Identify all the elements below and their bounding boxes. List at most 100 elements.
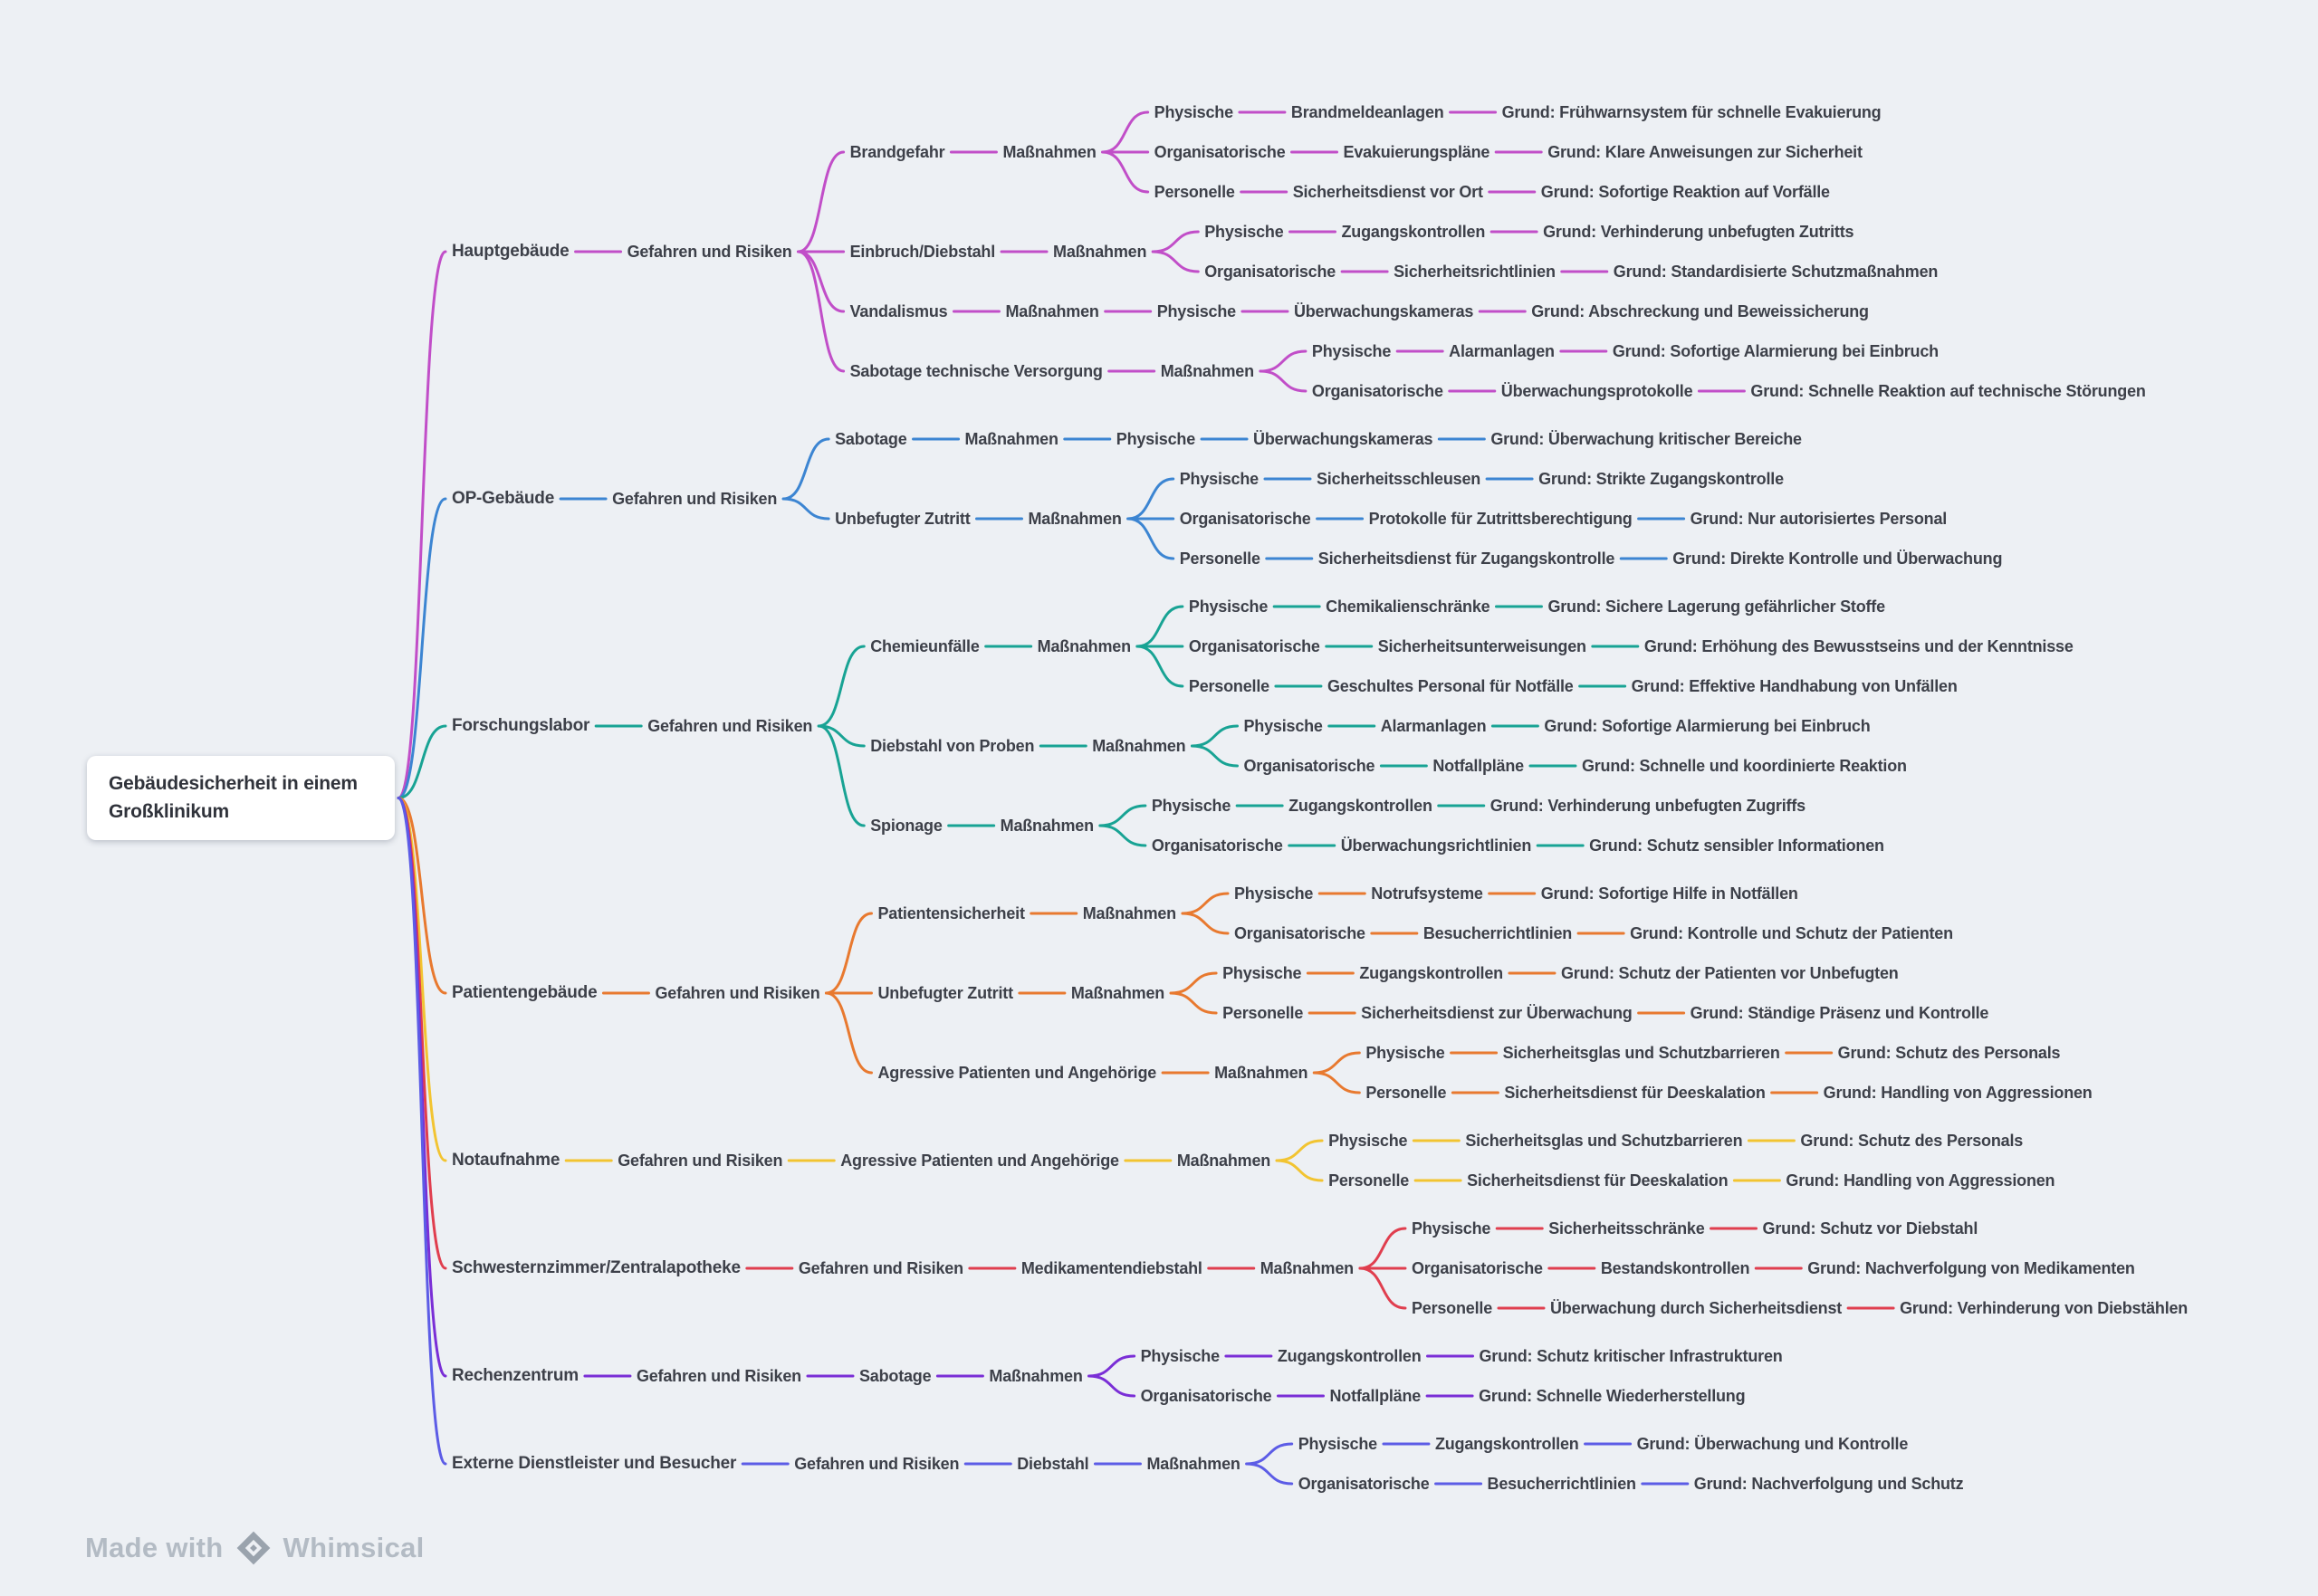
mindmap-node[interactable]: Grund: Schnelle Reaktion auf technische …: [1750, 381, 2146, 400]
mindmap-node[interactable]: Physische: [1365, 1043, 1445, 1062]
mindmap-node[interactable]: Grund: Handling von Aggressionen: [1823, 1083, 2093, 1102]
mindmap-node[interactable]: Grund: Sofortige Alarmierung bei Einbruc…: [1612, 341, 1939, 360]
mindmap-node[interactable]: Grund: Sofortige Alarmierung bei Einbruc…: [1544, 716, 1871, 735]
mindmap-node[interactable]: Zugangskontrollen: [1359, 963, 1503, 982]
mindmap-node[interactable]: Grund: Erhöhung des Bewusstseins und der…: [1643, 636, 2074, 655]
mindmap-node[interactable]: Forschungslabor: [452, 716, 590, 735]
mindmap-node[interactable]: Grund: Schutz des Personals: [1800, 1131, 2024, 1150]
mindmap-node[interactable]: Agressive Patienten und Angehörige: [877, 1063, 1157, 1082]
mindmap-node[interactable]: Sicherheitsdienst für Zugangskontrolle: [1317, 549, 1615, 568]
mindmap-node[interactable]: Grund: Sofortige Hilfe in Notfällen: [1540, 884, 1798, 903]
mindmap-node[interactable]: Sabotage technische Versorgung: [849, 361, 1103, 380]
mindmap-node[interactable]: Gefahren und Risiken: [627, 242, 792, 261]
mindmap-node[interactable]: Agressive Patienten und Angehörige: [840, 1151, 1119, 1170]
mindmap-node[interactable]: Physische: [1116, 429, 1196, 448]
mindmap-node[interactable]: Alarmanlagen: [1380, 716, 1487, 735]
mindmap-node[interactable]: Notfallpläne: [1432, 756, 1524, 775]
mindmap-node[interactable]: Maßnahmen: [1160, 361, 1254, 380]
mindmap-node[interactable]: Gefahren und Risiken: [794, 1454, 960, 1473]
mindmap-node[interactable]: Physische: [1188, 597, 1269, 616]
mindmap-node[interactable]: Grund: Verhinderung unbefugten Zutritts: [1543, 222, 1854, 241]
mindmap-node[interactable]: Besucherrichtlinien: [1487, 1474, 1636, 1493]
mindmap-node[interactable]: Maßnahmen: [1146, 1454, 1240, 1473]
mindmap-node[interactable]: Gefahren und Risiken: [612, 489, 778, 508]
mindmap-node[interactable]: Physische: [1151, 796, 1231, 815]
mindmap-node[interactable]: Sicherheitsschränke: [1548, 1219, 1705, 1238]
mindmap-node[interactable]: Brandgefahr: [849, 142, 945, 161]
mindmap-node[interactable]: Notrufsysteme: [1371, 884, 1483, 903]
mindmap-node[interactable]: Grund: Schutz vor Diebstahl: [1762, 1219, 1978, 1238]
mindmap-node[interactable]: Grund: Abschreckung und Beweissicherung: [1531, 301, 1869, 320]
mindmap-node[interactable]: Spionage: [870, 816, 943, 835]
mindmap-node[interactable]: Grund: Nur autorisiertes Personal: [1690, 509, 1948, 528]
mindmap-node[interactable]: Bestandskontrollen: [1600, 1258, 1750, 1277]
mindmap-node[interactable]: Besucherrichtlinien: [1422, 923, 1573, 942]
mindmap-node[interactable]: Unbefugter Zutritt: [877, 983, 1014, 1002]
mindmap-node[interactable]: Notfallpläne: [1329, 1386, 1422, 1405]
mindmap-node[interactable]: Grund: Klare Anweisungen zur Sicherheit: [1547, 142, 1863, 161]
mindmap-node[interactable]: Maßnahmen: [1005, 301, 1099, 320]
mindmap-node[interactable]: Unbefugter Zutritt: [835, 509, 971, 528]
mindmap-node[interactable]: Grund: Standardisierte Schutzmaßnahmen: [1613, 262, 1939, 281]
mindmap-node[interactable]: Evakuierungspläne: [1343, 142, 1490, 161]
mindmap-node[interactable]: Physische: [1233, 884, 1314, 903]
mindmap-node[interactable]: Maßnahmen: [989, 1366, 1083, 1385]
mindmap-node[interactable]: Zugangskontrollen: [1341, 222, 1486, 241]
mindmap-node[interactable]: Sicherheitsdienst vor Ort: [1292, 182, 1483, 201]
mindmap-node[interactable]: Grund: Sichere Lagerung gefährlicher Sto…: [1547, 597, 1885, 616]
mindmap-node[interactable]: Sicherheitsschleusen: [1316, 469, 1481, 488]
mindmap-node[interactable]: Physische: [1156, 301, 1236, 320]
mindmap-node[interactable]: Personelle: [1188, 676, 1269, 695]
mindmap-node[interactable]: Brandmeldeanlagen: [1290, 102, 1444, 121]
mindmap-node[interactable]: Grund: Kontrolle und Schutz der Patiente…: [1630, 923, 1953, 942]
mindmap-node[interactable]: Maßnahmen: [1028, 509, 1122, 528]
mindmap-node[interactable]: Sicherheitsglas und Schutzbarrieren: [1502, 1043, 1780, 1062]
mindmap-node[interactable]: Personelle: [1328, 1171, 1410, 1190]
mindmap-node[interactable]: Organisatorische: [1154, 142, 1286, 161]
mindmap-node[interactable]: Maßnahmen: [1176, 1151, 1271, 1170]
mindmap-node[interactable]: Grund: Schutz sensibler Informationen: [1589, 836, 1884, 855]
mindmap-node[interactable]: Physische: [1328, 1131, 1408, 1150]
mindmap-node[interactable]: Organisatorische: [1411, 1258, 1543, 1277]
mindmap-node[interactable]: Organisatorische: [1188, 636, 1320, 655]
mindmap-node[interactable]: Maßnahmen: [1053, 242, 1147, 261]
mindmap-node[interactable]: Organisatorische: [1298, 1474, 1430, 1493]
mindmap-node[interactable]: Hauptgebäude: [452, 242, 570, 261]
mindmap-node[interactable]: Zugangskontrollen: [1434, 1434, 1579, 1453]
mindmap-node[interactable]: Diebstahl von Proben: [870, 736, 1035, 755]
mindmap-node[interactable]: Zugangskontrollen: [1288, 796, 1432, 815]
mindmap-node[interactable]: Zugangskontrollen: [1277, 1346, 1422, 1365]
mindmap-node[interactable]: Grund: Frühwarnsystem für schnelle Evaku…: [1501, 102, 1882, 121]
mindmap-node[interactable]: Organisatorische: [1311, 381, 1443, 400]
mindmap-node[interactable]: Physische: [1298, 1434, 1377, 1453]
mindmap-node[interactable]: Überwachungsprotokolle: [1500, 381, 1693, 400]
mindmap-node[interactable]: Überwachungsrichtlinien: [1340, 836, 1532, 855]
mindmap-node[interactable]: Protokolle für Zutrittsberechtigung: [1368, 509, 1633, 528]
mindmap-node[interactable]: Sabotage: [835, 429, 907, 448]
mindmap-node[interactable]: Sabotage: [858, 1366, 932, 1385]
mindmap-node[interactable]: Grund: Schutz der Patienten vor Unbefugt…: [1560, 963, 1899, 982]
mindmap-node[interactable]: Organisatorische: [1151, 836, 1283, 855]
mindmap-node[interactable]: Sicherheitsdienst zur Überwachung: [1361, 1003, 1633, 1022]
mindmap-node[interactable]: Gefahren und Risiken: [618, 1151, 783, 1170]
mindmap-node[interactable]: Grund: Verhinderung von Diebstählen: [1900, 1298, 2189, 1317]
mindmap-node[interactable]: Grund: Überwachung und Kontrolle: [1636, 1434, 1909, 1453]
mindmap-node[interactable]: Notaufnahme: [452, 1151, 560, 1170]
mindmap-node[interactable]: Grund: Direkte Kontrolle und Überwachung: [1672, 549, 2003, 568]
mindmap-node[interactable]: Patientensicherheit: [877, 903, 1025, 922]
mindmap-node[interactable]: Grund: Überwachung kritischer Bereiche: [1490, 429, 1802, 448]
mindmap-node[interactable]: Überwachungskameras: [1293, 301, 1474, 320]
mindmap-node[interactable]: Organisatorische: [1233, 923, 1365, 942]
mindmap-node[interactable]: Grund: Strikte Zugangskontrolle: [1538, 469, 1784, 488]
mindmap-node[interactable]: Organisatorische: [1179, 509, 1311, 528]
mindmap-node[interactable]: Maßnahmen: [964, 429, 1058, 448]
mindmap-node[interactable]: Diebstahl: [1017, 1454, 1089, 1473]
mindmap-node[interactable]: Personelle: [1179, 549, 1260, 568]
mindmap-node[interactable]: Sicherheitsunterweisungen: [1377, 636, 1586, 655]
mindmap-node[interactable]: Grund: Schutz des Personals: [1837, 1043, 2061, 1062]
mindmap-node[interactable]: Personelle: [1222, 1003, 1304, 1022]
mindmap-node[interactable]: Grund: Schutz kritischer Infrastrukturen: [1479, 1346, 1783, 1365]
mindmap-node[interactable]: Überwachungskameras: [1253, 429, 1433, 448]
mindmap-node[interactable]: Gefahren und Risiken: [655, 983, 820, 1002]
mindmap-node[interactable]: Personelle: [1154, 182, 1235, 201]
